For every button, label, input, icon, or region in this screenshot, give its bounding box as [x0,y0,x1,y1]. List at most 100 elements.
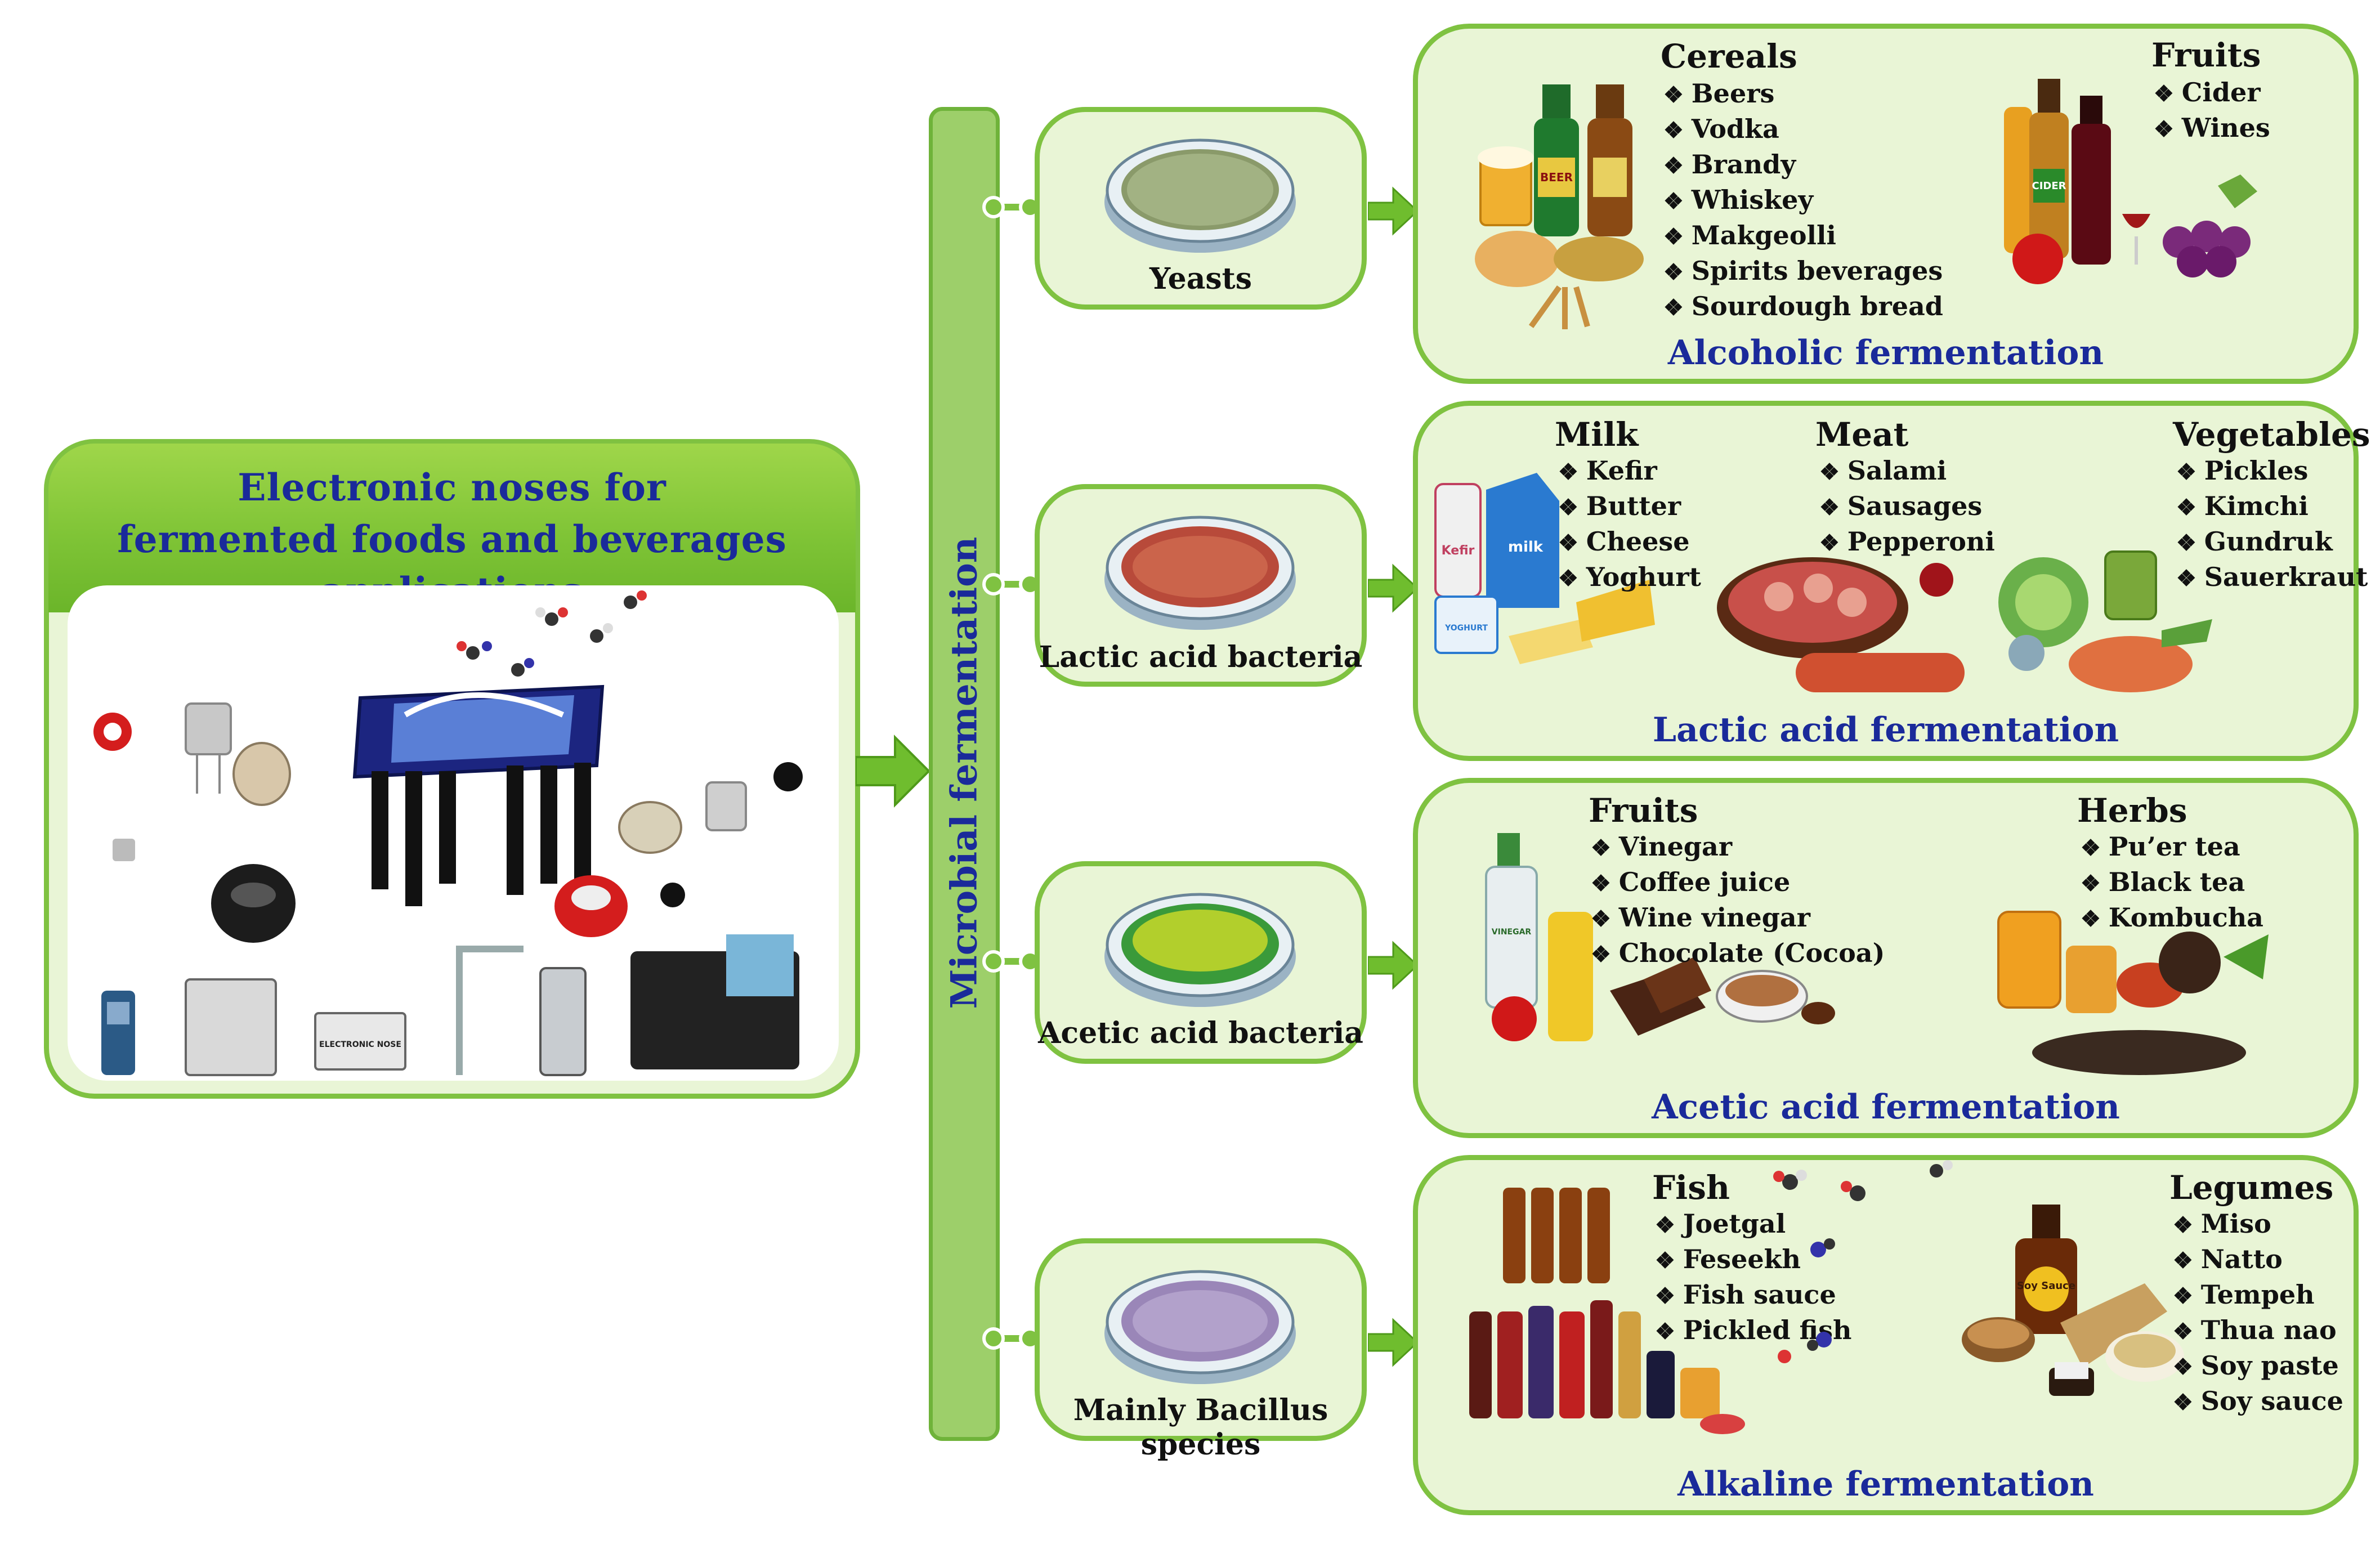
group-fish-title: Fish [1652,1169,1730,1207]
list-item: Thua nao [2173,1313,2343,1349]
molecules-icon [1773,1160,1953,1363]
list-item: Cider [2154,75,2270,111]
list-item: Kimchi [2176,489,2368,525]
connector-dot [982,573,1005,596]
microbe-label-lab: Lactic acid bacteria [1039,640,1363,674]
sensor-array-chip-icon [352,684,605,906]
list-item: Whiskey [1663,183,1943,218]
group-fruits-alcoholic-title: Fruits [2151,36,2261,74]
connector-dot [982,950,1005,973]
list-item: Kefir [1558,454,1701,489]
petri-dish-aab-icon [1104,893,1296,1007]
list-item: Makgeolli [1663,218,1943,254]
microbial-fermentation-spine [929,107,1000,1441]
enose-illustration-area: ELECTRONIC NOSE [68,585,839,1081]
group-meat-title: Meat [1815,415,1909,454]
list-item: Tempeh [2173,1278,2343,1313]
beer-label: BEER [1540,171,1573,184]
tea-kombucha-icon [1997,911,2269,1075]
list-item: Butter [1558,489,1701,525]
list-item: Salami [1819,454,1995,489]
list-item: Black tea [2081,865,2263,901]
section-title-alkaline: Alkaline fermentation [1677,1465,2094,1504]
legumes-list: Miso Natto Tempeh Thua nao Soy paste Soy… [2173,1207,2343,1420]
kefir-label: Kefir [1442,544,1475,558]
fish-list: Joetgal Feseekh Fish sauce Pickled fish [1655,1207,1852,1349]
microbe-label-yeasts: Yeasts [1149,262,1252,296]
list-item: Wine vinegar [1591,901,1885,936]
cider-label: CIDER [2032,180,2066,192]
section-title-acetic: Acetic acid fermentation [1652,1087,2120,1127]
vinegar-label: VINEGAR [1492,928,1532,937]
molecules-icon [457,590,647,677]
enose-title-line1: Electronic noses for [238,465,666,509]
list-item: Vodka [1663,112,1943,147]
list-item: Sourdough bread [1663,289,1943,325]
petri-dish-yeasts-icon [1104,138,1296,253]
list-item: Sauerkraut [2176,560,2368,596]
gas-sensors-icon [93,702,803,943]
arrow-icon [1368,186,1419,236]
section-title-lactic: Lactic acid fermentation [1652,710,2119,750]
enose-instruments-icon: ELECTRONIC NOSE [101,934,799,1076]
list-item: Natto [2173,1242,2343,1278]
fruits-acetic-list: Vinegar Coffee juice Wine vinegar Chocol… [1591,830,1885,972]
list-item: Gundruk [2176,525,2368,560]
list-item: Kombucha [2081,901,2263,936]
cider-and-wine-icon: CIDER [2004,79,2257,284]
group-milk-title: Milk [1555,415,1639,454]
petri-dish-bacillus-icon [1104,1270,1296,1384]
list-item: Sausages [1819,489,1995,525]
soy-sauce-label: Soy Sauce [2017,1280,2075,1292]
list-item: Chocolate (Cocoa) [1591,936,1885,972]
enose-case-label: ELECTRONIC NOSE [319,1040,401,1049]
list-item: Beers [1663,77,1943,112]
connector-dot [982,1327,1005,1350]
connector-dot [982,196,1005,218]
list-item: Feseekh [1655,1242,1851,1278]
fruits-alcoholic-list: Cider Wines [2154,75,2270,146]
list-item: Yoghurt [1558,560,1701,596]
yoghurt-label: YOGHURT [1444,624,1488,633]
vegetables-list: Pickles Kimchi Gundruk Sauerkraut [2176,454,2368,596]
vegetables-icon [1998,550,2212,692]
meat-platter-icon [1717,557,1965,692]
section-title-alcoholic: Alcoholic fermentation [1667,333,2104,373]
list-item: Cheese [1558,525,1701,560]
group-legumes-title: Legumes [2169,1169,2334,1207]
fish-sauce-bottles-icon [1469,1188,1745,1434]
lactic-acid-bacteria-box [1035,484,1367,687]
list-item: Pu’er tea [2081,830,2263,865]
list-item: Vinegar [1591,830,1885,865]
cereals-list: Beers Vodka Brandy Whiskey Makgeolli Spi… [1663,77,1943,325]
yeasts-box [1035,107,1367,310]
acetic-acid-bacteria-box [1035,861,1367,1064]
list-item: Soy sauce [2173,1384,2343,1420]
beer-and-bread-icon: BEER [1475,84,1644,329]
vinegar-chocolate-coffee-icon: VINEGAR [1485,833,1835,1041]
arrow-icon [1368,1318,1419,1367]
enose-panel-header [48,444,856,612]
milk-list: Kefir Butter Cheese Yoghurt [1558,454,1701,596]
main-to-spine-arrow [856,735,930,808]
arrow-icon [1368,563,1419,613]
enose-illustration: ELECTRONIC NOSE [93,590,803,1076]
list-item: Brandy [1663,147,1943,183]
bacillus-box [1035,1238,1367,1441]
milk-label: milk [1508,539,1544,556]
list-item: Coffee juice [1591,865,1885,901]
group-vegetables-title: Vegetables [2173,415,2370,454]
group-cereals-title: Cereals [1661,37,1797,75]
list-item: Spirits beverages [1663,254,1943,289]
microbe-label-bacillus: Mainly Bacillus species [1073,1393,1328,1462]
list-item: Wines [2154,111,2270,146]
list-item: Pepperoni [1819,525,1995,560]
spine-label: Microbial fermentation [943,536,986,1009]
list-item: Soy paste [2173,1349,2343,1384]
microbe-label-aab: Acetic acid bacteria [1038,1016,1363,1050]
arrow-icon [1368,941,1419,990]
dairy-products-icon: Kefir milk YOGHURT [1434,473,1655,664]
list-item: Fish sauce [1655,1278,1851,1313]
group-fruits-acetic-title: Fruits [1589,791,1698,830]
soy-products-icon: Soy Sauce [1962,1205,2184,1396]
